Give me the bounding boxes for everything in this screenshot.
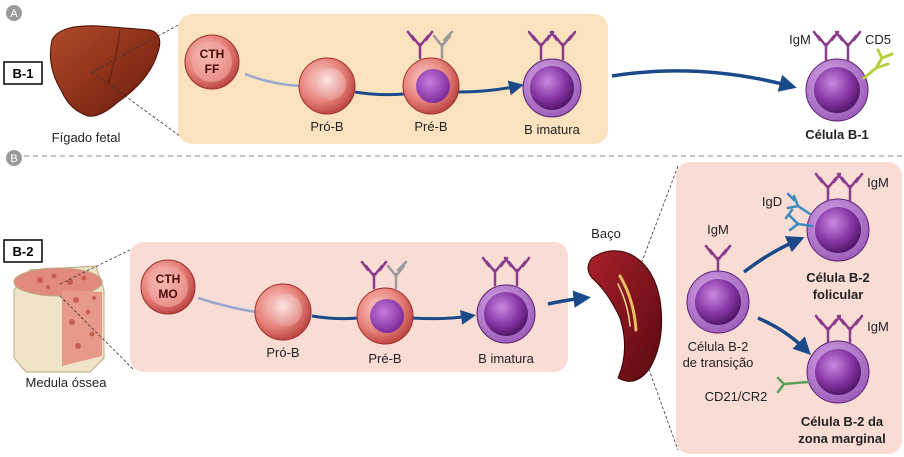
section-b-letter: B [10, 153, 17, 165]
arrow-preb-to-immature-a [457, 80, 524, 96]
pre-b-receptor-b [360, 260, 408, 290]
pre-b-label-b: Pré-B [368, 351, 401, 366]
spleen [587, 250, 663, 382]
immature-b-label-b: B imatura [478, 351, 534, 366]
fetal-liver [49, 25, 161, 117]
zoom-line-bottom-a [91, 71, 181, 137]
transition-label-line1: Célula B-2 [688, 339, 749, 354]
zoom-line-top-b [59, 247, 135, 285]
b1-igm-label: IgM [789, 32, 811, 47]
zoom-line-top-a [91, 23, 181, 73]
follicular-igd-label: IgD [762, 194, 782, 209]
arrow-to-marginal [757, 316, 811, 355]
marginal-igm-label: IgM [867, 319, 889, 334]
stem-cell-mo-line2: MO [158, 287, 177, 301]
section-b: B B-2 Medula óssea CTH MO [3, 150, 902, 454]
section-b-marker [6, 150, 22, 166]
stem-cell-mo-line1: CTH [156, 272, 181, 286]
immature-b-receptor-a [527, 30, 577, 61]
pro-b-label-b: Pró-B [266, 345, 299, 360]
marginal-label-line1: Célula B-2 da [801, 414, 884, 429]
stem-cell-ff-line1: CTH [200, 47, 225, 61]
cd21-receptor [776, 376, 810, 394]
follicular-label-line2: folicular [813, 287, 864, 302]
b1-badge-label: B-1 [13, 66, 34, 81]
fetal-liver-label: Fígado fetal [52, 130, 121, 145]
marginal-cd21-label: CD21/CR2 [705, 389, 768, 404]
follicular-igm-receptor [814, 172, 864, 202]
immature-b-label-a: B imatura [524, 122, 580, 137]
zoom-line-bottom-b [59, 295, 135, 371]
cd5-receptor [862, 48, 894, 80]
b2-badge-label: B-2 [13, 244, 34, 259]
marginal-label-line2: zona marginal [798, 431, 885, 446]
bone-marrow-label: Medula óssea [26, 375, 108, 390]
immature-b-receptor-b [481, 256, 531, 287]
arrow-preb-to-immature-b [411, 309, 476, 325]
b2-badge [3, 239, 43, 263]
panel-b [130, 242, 568, 372]
arrow-to-follicular [742, 236, 805, 274]
arrow-to-spleen [547, 290, 591, 308]
b1-cell-label: Célula B-1 [805, 127, 869, 142]
arrow-to-b1 [611, 69, 797, 92]
pre-b-label-a: Pré-B [414, 119, 447, 134]
follicular-igd-receptor [784, 192, 814, 232]
transition-igm-label: IgM [707, 222, 729, 237]
zoom-line-bottom-spleen [641, 349, 679, 451]
section-a-marker [6, 5, 22, 21]
follicular-label-line1: Célula B-2 [806, 270, 870, 285]
follicular-igm-label: IgM [867, 175, 889, 190]
section-a: A B-1 Fígado fetal CTH FF Pró-B [3, 5, 894, 145]
pre-b-receptor-a [406, 30, 454, 60]
transition-igm-receptor [704, 244, 732, 273]
marginal-igm-receptor [814, 314, 864, 344]
b1-cd5-label: CD5 [865, 32, 891, 47]
b1-badge [3, 61, 43, 85]
panel-a [178, 14, 608, 144]
transition-label-line2: de transição [683, 355, 754, 370]
section-a-letter: A [10, 8, 18, 20]
pro-b-label-a: Pró-B [310, 119, 343, 134]
stem-cell-ff-line2: FF [205, 62, 220, 76]
spleen-label: Baço [591, 226, 621, 241]
b1-igm-receptor [812, 30, 862, 62]
bone-marrow [13, 265, 105, 373]
zoom-line-top-spleen [637, 165, 679, 273]
